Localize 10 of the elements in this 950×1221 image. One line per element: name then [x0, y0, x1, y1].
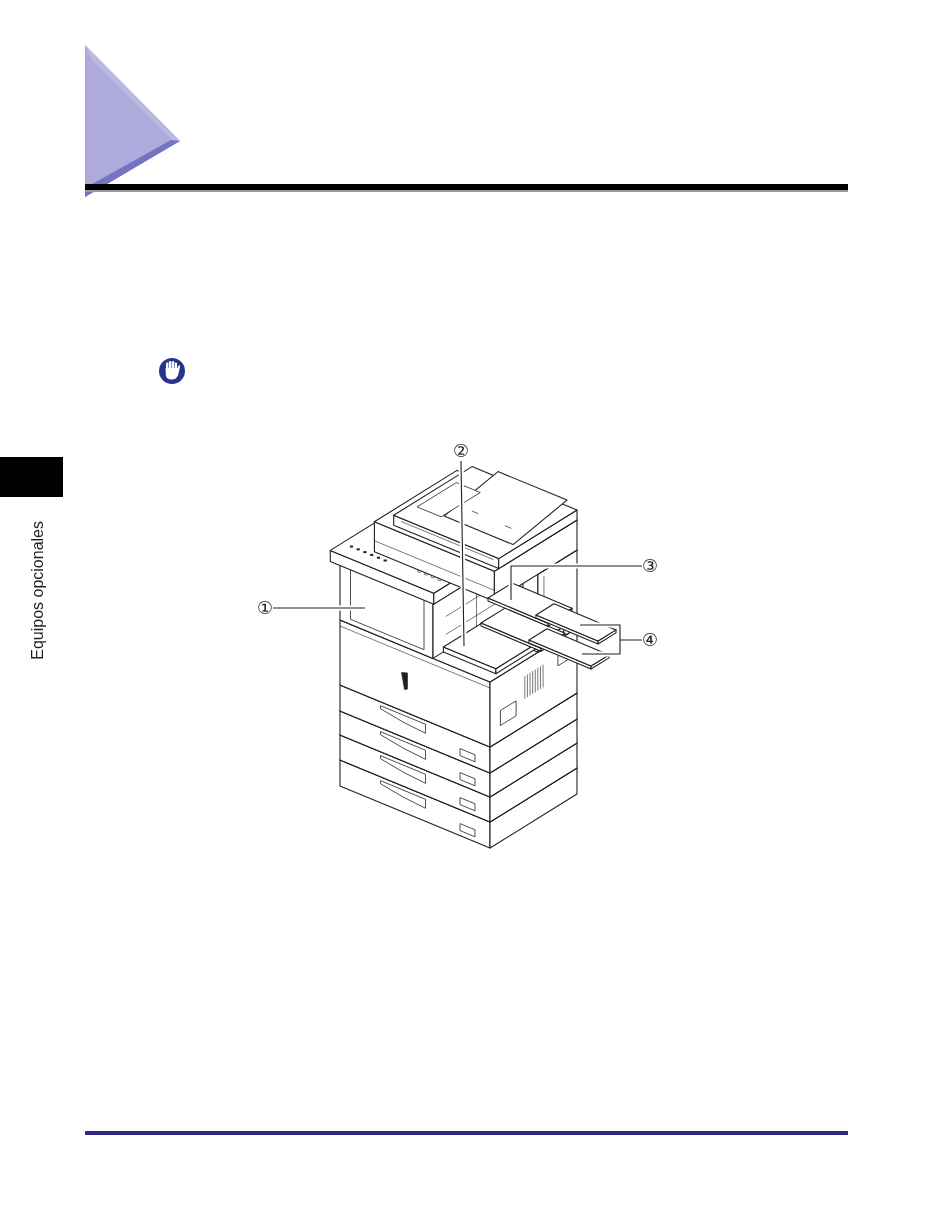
callout-number: ①: [256, 598, 274, 618]
leader-line: [460, 460, 465, 647]
callout-number: ③: [641, 556, 659, 576]
callout-number: ④: [641, 630, 659, 650]
leader-line: [579, 624, 643, 655]
callout-number: ②: [452, 441, 470, 461]
leader-line: [510, 565, 643, 601]
leader-line: [272, 607, 366, 609]
chapter-label: Equipos opcionales: [29, 520, 47, 660]
printer-drawing: [329, 466, 617, 849]
